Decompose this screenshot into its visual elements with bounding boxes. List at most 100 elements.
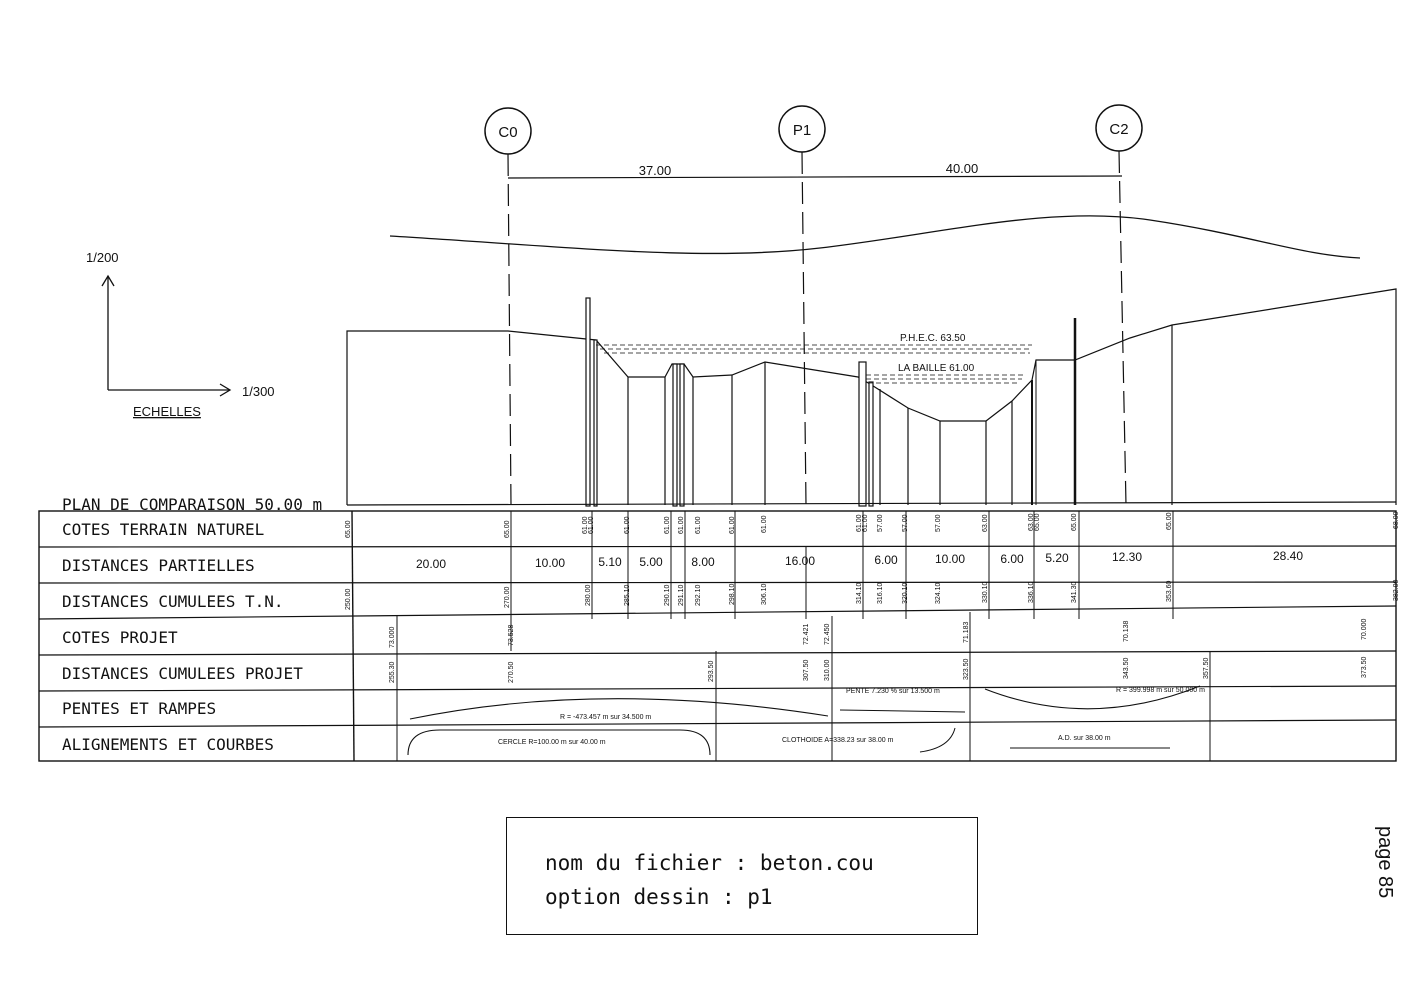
water-levels bbox=[596, 344, 1032, 384]
partial-distances: 20.00 10.00 5.10 5.00 8.00 16.00 6.00 10… bbox=[416, 549, 1303, 571]
baille-label: LA BAILLE 61.00 bbox=[898, 363, 975, 374]
ctn-6: 61.00 bbox=[678, 516, 685, 534]
dcp-5: 323.50 bbox=[963, 658, 970, 680]
draw-option-line: option dessin : p1 bbox=[545, 885, 773, 909]
pd-5: 16.00 bbox=[785, 554, 815, 568]
ctn-15: 63.00 bbox=[982, 514, 989, 532]
cotes-tn-values: 65.00 65.00 61.00 61.00 61.00 61.00 61.0… bbox=[345, 511, 1400, 538]
cp-5: 70.138 bbox=[1123, 620, 1130, 642]
cp-3: 72.450 bbox=[824, 623, 831, 645]
dct-3: 285.10 bbox=[624, 584, 631, 606]
pente-1: PENTE 7.230 % sur 13.500 m bbox=[846, 688, 940, 695]
row-label-pentes-rampes: PENTES ET RAMPES bbox=[62, 699, 216, 718]
ctn-16: 63.00 bbox=[1028, 513, 1035, 531]
row-label-alignements: ALIGNEMENTS ET COURBES bbox=[62, 735, 274, 754]
dcp-7: 357.50 bbox=[1203, 657, 1210, 679]
pd-3: 5.00 bbox=[639, 555, 663, 569]
row-label-dist-cumulees-projet: DISTANCES CUMULEES PROJET bbox=[62, 664, 303, 683]
dist-cum-tn-values: 250.00 270.00 280.00 285.10 290.10 291.1… bbox=[345, 579, 1400, 610]
pd-0: 20.00 bbox=[416, 557, 446, 571]
pd-11: 28.40 bbox=[1273, 549, 1303, 563]
cp-4: 71.183 bbox=[963, 621, 970, 643]
pente-2: R = 399.998 m sur 50.000 m bbox=[1116, 687, 1205, 694]
row-label-cotes-tn: COTES TERRAIN NATUREL bbox=[62, 520, 264, 539]
dist-cum-projet-values: 255.30 270.50 293.50 307.50 310.00 323.5… bbox=[389, 656, 1368, 683]
ctn-9: 61.00 bbox=[761, 515, 768, 533]
ctn-5: 61.00 bbox=[664, 516, 671, 534]
dct-13: 330.10 bbox=[982, 581, 989, 603]
ctn-13: 57.00 bbox=[902, 514, 909, 532]
support-p1-label: P1 bbox=[793, 122, 811, 139]
dct-15: 341.30 bbox=[1071, 581, 1078, 603]
ctn-17: 65.00 bbox=[1034, 513, 1041, 531]
ctn-19: 65.00 bbox=[1166, 512, 1173, 530]
ctn-18: 65.00 bbox=[1071, 513, 1078, 531]
span-dimension: 37.00 40.00 bbox=[507, 161, 1123, 179]
ctn-10: 61.00 bbox=[856, 514, 863, 532]
ctn-8: 61.00 bbox=[729, 516, 736, 534]
deck-profile-line bbox=[389, 215, 1361, 259]
dct-1: 270.00 bbox=[504, 586, 511, 608]
pd-7: 10.00 bbox=[935, 552, 965, 566]
dct-14: 336.10 bbox=[1028, 581, 1035, 603]
dct-11: 320.10 bbox=[902, 582, 909, 604]
pd-9: 5.20 bbox=[1045, 551, 1069, 565]
ctn-11: 61.00 bbox=[862, 514, 869, 532]
dcp-1: 270.50 bbox=[508, 661, 515, 683]
dcp-4: 310.00 bbox=[824, 659, 831, 681]
terrain-section bbox=[346, 288, 1397, 507]
dct-10: 316.10 bbox=[877, 582, 884, 604]
dcp-0: 255.30 bbox=[389, 661, 396, 683]
file-name-line: nom du fichier : beton.cou bbox=[545, 851, 874, 875]
row-label-dist-partielles: DISTANCES PARTIELLES bbox=[62, 556, 255, 575]
cp-2: 72.421 bbox=[803, 623, 810, 645]
support-c2-label: C2 bbox=[1109, 121, 1128, 138]
pd-1: 10.00 bbox=[535, 556, 565, 570]
plan-comparaison: PLAN DE COMPARAISON 50.00 m bbox=[62, 495, 322, 514]
align-2: A.D. sur 38.00 m bbox=[1058, 735, 1111, 742]
pd-8: 6.00 bbox=[1000, 552, 1024, 566]
ctn-7: 61.00 bbox=[695, 516, 702, 534]
scales-title: ECHELLES bbox=[133, 404, 201, 419]
cotes-projet-values: 73.000 73.528 72.421 72.450 71.183 70.13… bbox=[389, 618, 1368, 648]
file-info-box: nom du fichier : beton.cou option dessin… bbox=[506, 817, 978, 935]
row-label-cotes-projet: COTES PROJET bbox=[62, 628, 178, 647]
ctn-12: 57.00 bbox=[877, 514, 884, 532]
dct-17: 382.00 bbox=[1393, 579, 1400, 601]
support-c0-label: C0 bbox=[498, 124, 517, 141]
profile-table bbox=[38, 501, 1397, 762]
dcp-8: 373.50 bbox=[1361, 656, 1368, 678]
dcp-2: 293.50 bbox=[708, 660, 715, 682]
cp-1: 73.528 bbox=[508, 624, 515, 646]
ctn-14: 57.00 bbox=[935, 514, 942, 532]
dct-6: 292.10 bbox=[695, 584, 702, 606]
dcp-3: 307.50 bbox=[803, 659, 810, 681]
pd-2: 5.10 bbox=[598, 555, 622, 569]
support-p1: P1 bbox=[778, 105, 826, 506]
dcp-6: 343.50 bbox=[1123, 657, 1130, 679]
cp-0: 73.000 bbox=[389, 626, 396, 648]
pd-10: 12.30 bbox=[1112, 550, 1142, 564]
dct-16: 353.60 bbox=[1166, 580, 1173, 602]
scale-indicator: 1/200 1/300 ECHELLES bbox=[86, 250, 275, 419]
align-0: CERCLE R=100.00 m sur 40.00 m bbox=[498, 739, 606, 746]
dct-5: 291.10 bbox=[678, 584, 685, 606]
span-1-label: 37.00 bbox=[639, 163, 672, 178]
ctn-0: 65.00 bbox=[345, 520, 352, 538]
span-2-label: 40.00 bbox=[946, 161, 979, 176]
page-number: page 85 bbox=[1374, 826, 1396, 899]
horizontal-scale-label: 1/300 bbox=[242, 384, 275, 399]
ctn-1: 65.00 bbox=[504, 520, 511, 538]
support-c0: C0 bbox=[484, 107, 532, 506]
pd-4: 8.00 bbox=[691, 555, 715, 569]
cp-6: 70.000 bbox=[1361, 618, 1368, 640]
phec-label: P.H.E.C. 63.50 bbox=[900, 333, 966, 344]
dct-12: 324.10 bbox=[935, 582, 942, 604]
ctn-4: 61.00 bbox=[624, 516, 631, 534]
vertical-scale-label: 1/200 bbox=[86, 250, 119, 265]
row-label-dist-cumulees-tn: DISTANCES CUMULEES T.N. bbox=[62, 592, 284, 611]
ctn-20: 68.00 bbox=[1393, 511, 1400, 529]
pd-6: 6.00 bbox=[874, 553, 898, 567]
ctn-3: 61.00 bbox=[588, 516, 595, 534]
